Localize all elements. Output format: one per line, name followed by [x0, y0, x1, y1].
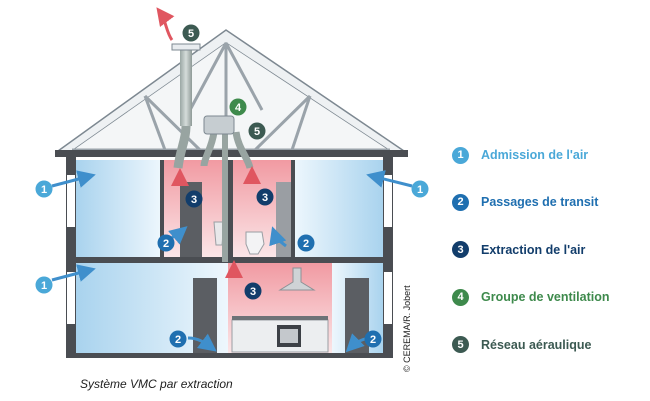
svg-text:4: 4 [235, 102, 242, 114]
figure-caption: Système VMC par extraction [80, 377, 233, 391]
marker-fan: 4 [229, 98, 247, 116]
svg-text:3: 3 [191, 194, 197, 206]
wc-toilet [245, 231, 265, 255]
marker-extraction-wc: 3 [256, 188, 274, 206]
svg-text:5: 5 [188, 28, 194, 40]
marker-extraction-bathroom: 3 [185, 190, 203, 208]
legend-badge: 3 [452, 241, 469, 259]
legend-item-admission: 1 Admission de l'air [452, 143, 647, 167]
legend: 1 Admission de l'air 2 Passages de trans… [452, 143, 647, 380]
svg-text:3: 3 [262, 192, 268, 204]
room-upper-left [76, 160, 162, 257]
marker-transit-lower-left: 2 [169, 330, 187, 348]
marker-duct-attic: 5 [248, 122, 266, 140]
legend-badge: 4 [452, 288, 469, 306]
legend-badge: 2 [452, 193, 469, 211]
svg-text:2: 2 [175, 334, 181, 346]
legend-item-extraction: 3 Extraction de l'air [452, 238, 647, 262]
svg-text:5: 5 [254, 126, 260, 138]
legend-label: Groupe de ventilation [481, 290, 610, 305]
legend-item-fan: 4 Groupe de ventilation [452, 285, 647, 309]
marker-admission-lower-left: 1 [35, 276, 53, 294]
legend-badge: 5 [452, 336, 469, 354]
marker-transit-bathroom: 2 [157, 234, 175, 252]
exhaust-arrow [156, 7, 175, 41]
marker-transit-wc: 2 [297, 234, 315, 252]
svg-text:1: 1 [41, 280, 47, 292]
legend-label: Passages de transit [481, 195, 599, 210]
marker-transit-lower-right: 2 [364, 330, 382, 348]
marker-extraction-kitchen: 3 [244, 282, 262, 300]
exhaust-duct [180, 44, 192, 126]
legend-label: Admission de l'air [481, 148, 589, 162]
legend-label: Réseau aéraulique [481, 337, 592, 352]
svg-text:3: 3 [250, 286, 256, 298]
marker-admission-upper-left: 1 [35, 180, 53, 198]
svg-text:2: 2 [370, 334, 376, 346]
legend-badge: 1 [452, 146, 469, 164]
svg-text:1: 1 [417, 184, 423, 196]
photo-credit: © CEREMA/R. Jobert [402, 285, 412, 372]
air-network [156, 7, 254, 262]
legend-item-duct: 5 Réseau aéraulique [452, 333, 647, 357]
roof [55, 29, 408, 157]
kitchen-hood [278, 267, 316, 291]
marker-admission-upper-right: 1 [411, 180, 429, 198]
fan-unit [203, 115, 235, 135]
svg-text:2: 2 [163, 238, 169, 250]
markers: 1 1 1 2 2 2 2 3 3 3 4 5 5 [35, 24, 429, 348]
marker-duct-top: 5 [182, 24, 200, 42]
fixtures [213, 221, 329, 353]
legend-label: Extraction de l'air [481, 242, 586, 257]
svg-text:1: 1 [41, 184, 47, 196]
svg-text:2: 2 [303, 238, 309, 250]
legend-item-transit: 2 Passages de transit [452, 190, 647, 214]
